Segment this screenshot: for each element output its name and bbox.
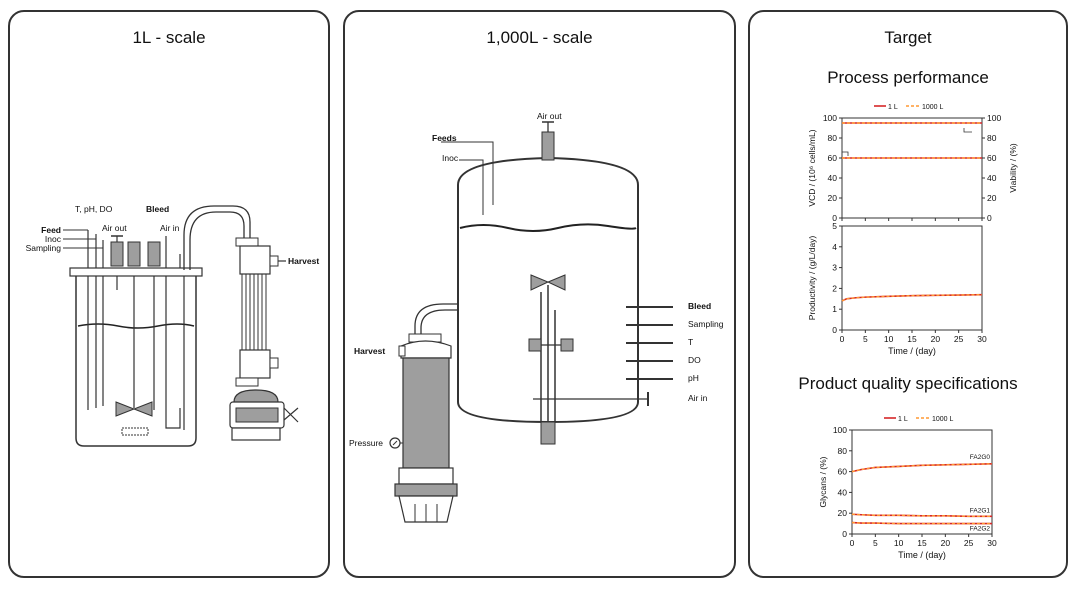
y-tick-label: 4 [832, 242, 837, 252]
series-line [851, 521, 992, 525]
label-feed: Feed [41, 225, 61, 235]
x-tick-label: 0 [840, 334, 845, 344]
label-t-ph-do: T, pH, DO [75, 204, 113, 214]
y-axis-label: Glycans / (%) [818, 456, 828, 507]
y-tick-label: 2 [832, 283, 837, 293]
y-axis-label-right: Viability / (%) [1008, 143, 1018, 193]
x-tick-label: 5 [873, 538, 878, 548]
series-line [841, 293, 983, 302]
y-right-tick-label: 40 [987, 173, 997, 183]
y-tick-label: 100 [823, 113, 837, 123]
label-air-in: Air in [688, 393, 708, 403]
bioreactor-1l-diagram: T, pH, DO Bleed Air out Air in Feed Inoc… [26, 204, 319, 447]
y-tick-label: 5 [832, 221, 837, 231]
panel-title: 1L - scale [132, 28, 206, 47]
label-air-in: Air in [160, 223, 180, 233]
x-tick-label: 30 [987, 538, 997, 548]
x-axis-label: Time / (day) [888, 346, 936, 356]
label-sampling: Sampling [26, 243, 62, 253]
x-tick-label: 15 [907, 334, 917, 344]
viability-axis-arrow [963, 128, 972, 133]
y-tick-label: 0 [842, 529, 847, 539]
y-tick-label: 1 [832, 304, 837, 314]
process-performance-title: Process performance [827, 68, 989, 87]
panel-title: 1,000L - scale [486, 28, 593, 47]
vcd-axis-arrow [842, 151, 849, 156]
label-bleed: Bleed [688, 301, 711, 311]
annotation-label: FA2G2 [970, 526, 991, 533]
label-harvest: Harvest [288, 256, 319, 266]
y-tick-label: 40 [828, 173, 838, 183]
y-right-tick-label: 100 [987, 113, 1001, 123]
label-do: DO [688, 355, 701, 365]
annotation-label: FA2G1 [970, 507, 991, 514]
glycans-chart: 1 L 1000 L 0 20 40 60 80 100 0 5 10 15 20 25 30 FA2G0FA… [818, 416, 997, 560]
series-line [851, 463, 993, 473]
y-right-tick-label: 80 [987, 133, 997, 143]
label-ph: pH [688, 373, 699, 383]
y-tick-label: 0 [832, 325, 837, 335]
legend-label-1000l: 1000 L [922, 104, 944, 111]
label-bleed: Bleed [146, 204, 169, 214]
y-tick-label: 60 [828, 153, 838, 163]
label-harvest: Harvest [354, 346, 385, 356]
y-axis-label-left: VCD / (10⁶ cells/mL) [807, 129, 817, 206]
x-tick-label: 5 [863, 334, 868, 344]
y-tick-label: 80 [838, 446, 848, 456]
annotation-label: FA2G0 [970, 454, 991, 461]
x-tick-label: 30 [977, 334, 987, 344]
y-right-tick-label: 20 [987, 193, 997, 203]
x-tick-label: 10 [894, 538, 904, 548]
label-inoc: Inoc [45, 234, 62, 244]
y-right-tick-label: 60 [987, 153, 997, 163]
bioreactor-1000l-diagram: Air out Feeds Inoc Bleed Sampling T DO p… [349, 111, 724, 523]
x-tick-label: 20 [931, 334, 941, 344]
label-air-out: Air out [537, 111, 562, 121]
label-sampling: Sampling [688, 319, 724, 329]
series-line [851, 513, 992, 518]
x-tick-label: 10 [884, 334, 894, 344]
productivity-chart: 0 1 2 3 4 5 0 5 10 15 20 25 30 Productivity / (g/L/da… [807, 221, 987, 356]
plot-frame [851, 429, 993, 535]
panel-title: Target [884, 28, 932, 47]
y-axis-label: Productivity / (g/L/day) [807, 236, 817, 321]
x-tick-label: 25 [964, 538, 974, 548]
label-air-out: Air out [102, 223, 127, 233]
y-tick-label: 20 [838, 508, 848, 518]
y-tick-label: 0 [832, 213, 837, 223]
x-tick-label: 15 [917, 538, 927, 548]
legend-label-1l: 1 L [898, 416, 908, 423]
y-tick-label: 20 [828, 193, 838, 203]
label-t: T [688, 337, 693, 347]
y-tick-label: 60 [838, 467, 848, 477]
plot-frame [841, 225, 983, 331]
label-pressure: Pressure [349, 438, 383, 448]
y-right-tick-label: 0 [987, 213, 992, 223]
x-tick-label: 20 [941, 538, 951, 548]
legend-label-1000l: 1000 L [932, 416, 954, 423]
legend-label-1l: 1 L [888, 104, 898, 111]
x-tick-label: 25 [954, 334, 964, 344]
quality-spec-title: Product quality specifications [798, 374, 1018, 393]
y-tick-label: 40 [838, 487, 848, 497]
y-tick-label: 80 [828, 133, 838, 143]
label-inoc: Inoc [442, 153, 459, 163]
label-feeds: Feeds [432, 133, 457, 143]
plot-frame [841, 117, 983, 219]
x-tick-label: 0 [850, 538, 855, 548]
x-axis-label: Time / (day) [898, 550, 946, 560]
y-tick-label: 3 [832, 263, 837, 273]
panel-1l-scale: 1L - scale [8, 10, 330, 578]
panel-target: Target Process performance Product quali… [748, 10, 1068, 578]
y-tick-label: 100 [833, 425, 847, 435]
